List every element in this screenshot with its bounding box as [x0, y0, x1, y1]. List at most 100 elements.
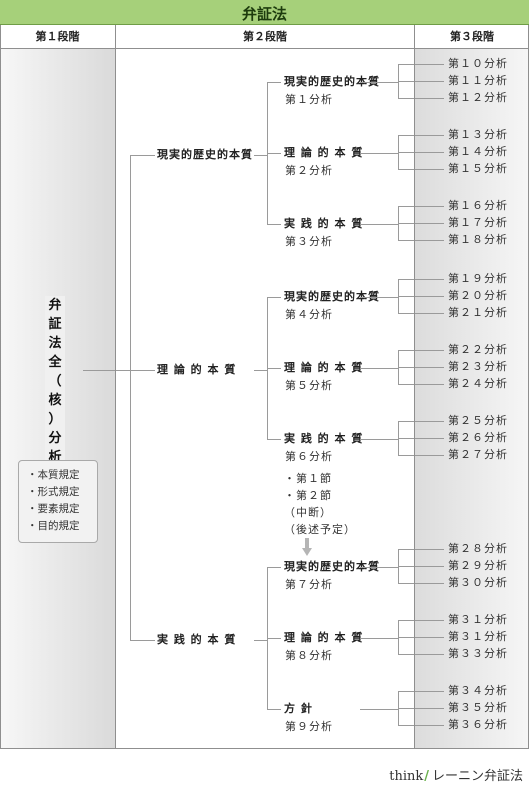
branch-l1-l2	[254, 640, 267, 641]
branch-l3	[398, 549, 444, 550]
branch-l3	[398, 421, 444, 422]
branch-l3	[398, 279, 444, 280]
branch-l2-l3	[360, 439, 398, 440]
header-stage-1: 第１段階	[35, 30, 80, 43]
branch-l3	[398, 637, 444, 638]
branch-l3	[398, 98, 444, 99]
aspect-item: ・目的規定	[27, 520, 80, 532]
stage-3-leaf: 第１６分析	[448, 199, 508, 212]
analysis-number: 第５分析	[285, 379, 333, 392]
stage-1-label-char: 証	[48, 317, 62, 332]
analysis-number: 第１分析	[285, 93, 333, 106]
stage-3-leaf: 第１８分析	[448, 233, 508, 246]
branch-l3	[398, 313, 444, 314]
title-bar: 弁証法	[0, 0, 529, 25]
stage-3-leaf: 第２９分析	[448, 559, 508, 572]
stage-3-leaf: 第１０分析	[448, 57, 508, 70]
aspect-item: ・要素規定	[27, 503, 80, 515]
analysis-number: 第９分析	[285, 720, 333, 733]
note-line: ・第１節	[284, 472, 332, 485]
stage-3-leaf: 第２７分析	[448, 448, 508, 461]
analysis-number: 第６分析	[285, 450, 333, 463]
branch-l3	[398, 438, 444, 439]
stage-3-leaf: 第２３分析	[448, 360, 508, 373]
branch-l2	[267, 368, 281, 369]
root-connector	[83, 370, 152, 371]
branch-l3	[398, 169, 444, 170]
branch-l1-l2	[254, 155, 267, 156]
branch-l3	[398, 654, 444, 655]
interruption-note: ・第１節 ・第２節 （中断） （後述予定）	[284, 470, 356, 538]
header-stage-2: 第２段階	[243, 30, 287, 43]
note-line: ・第２節	[284, 489, 332, 502]
aspect-item: ・本質規定	[27, 469, 80, 481]
stage-3-leaf: 第２８分析	[448, 542, 508, 555]
analysis-number: 第７分析	[285, 578, 333, 591]
analysis-node: 実 践 的 本 質	[282, 432, 366, 446]
branch-l1-l2	[254, 370, 267, 371]
note-line: （中断）	[284, 506, 332, 519]
branch-l2-l3	[360, 709, 398, 710]
stage-3-leaf: 第３５分析	[448, 701, 508, 714]
stage-3-leaf: 第３４分析	[448, 684, 508, 697]
stage-3-leaf: 第１２分析	[448, 91, 508, 104]
branch-l2-l3	[360, 82, 398, 83]
branch-l1	[130, 155, 156, 156]
analysis-node: 理 論 的 本 質	[282, 146, 366, 160]
stage-1-label-char: 全	[48, 355, 62, 370]
analysis-node: 理 論 的 本 質	[282, 631, 366, 645]
stage-1-label-char: 分	[48, 431, 62, 446]
branch-l3	[398, 81, 444, 82]
stage-3-leaf: 第２６分析	[448, 431, 508, 444]
stage-3-leaf: 第１７分析	[448, 216, 508, 229]
analysis-node: 理 論 的 本 質	[282, 361, 366, 375]
branch-l2-l3	[360, 368, 398, 369]
branch-l2	[267, 224, 281, 225]
analysis-node: 現実的歴史的本質	[282, 560, 382, 574]
analysis-node: 現実的歴史的本質	[282, 290, 382, 304]
branch-l3	[398, 620, 444, 621]
stage-1-label-char: （	[48, 374, 62, 389]
stage-3-leaf: 第１１分析	[448, 74, 508, 87]
branch-l3	[398, 691, 444, 692]
branch-l3	[398, 240, 444, 241]
stage-1-label: 弁証法全（核）分析	[45, 296, 65, 467]
branch-l2	[267, 297, 281, 298]
analysis-number: 第２分析	[285, 164, 333, 177]
stage-3-leaf: 第２４分析	[448, 377, 508, 390]
diagram-title: 弁証法	[241, 5, 287, 23]
branch-l3	[398, 350, 444, 351]
branch-l3	[398, 583, 444, 584]
branch-l3	[398, 296, 444, 297]
branch-l3	[398, 725, 444, 726]
stage-2-node: 現実的歴史的本質	[155, 148, 255, 162]
stage-1-label-char: 核	[48, 393, 62, 408]
branch-l2-l3	[360, 224, 398, 225]
stage-1-label-char: 弁	[48, 298, 62, 313]
branch-l2-l3	[360, 567, 398, 568]
branch-l2	[267, 638, 281, 639]
branch-l3	[398, 135, 444, 136]
stage-3-leaf: 第３０分析	[448, 576, 508, 589]
branch-l3	[398, 384, 444, 385]
branch-l3	[398, 152, 444, 153]
stage-2-node: 理 論 的 本 質	[155, 363, 239, 377]
stage-1-label-char: ）	[48, 412, 62, 427]
branch-l1	[130, 640, 156, 641]
stage-3-leaf: 第２２分析	[448, 343, 508, 356]
branch-l2	[267, 709, 281, 710]
branch-l2	[267, 439, 281, 440]
branch-l3	[398, 223, 444, 224]
analysis-node: 方 針	[282, 702, 315, 716]
footer-text: レーニン弁証法	[431, 769, 523, 784]
analysis-number: 第３分析	[285, 235, 333, 248]
branch-l2-l3	[360, 297, 398, 298]
branch-l2-l3	[360, 153, 398, 154]
branch-l2-l3	[360, 638, 398, 639]
branch-l3	[398, 367, 444, 368]
stage-3-leaf: 第３３分析	[448, 647, 508, 660]
slash-icon: /	[424, 769, 429, 784]
branch-l3	[398, 64, 444, 65]
aspect-box: ・本質規定 ・形式規定 ・要素規定 ・目的規定	[18, 460, 98, 543]
